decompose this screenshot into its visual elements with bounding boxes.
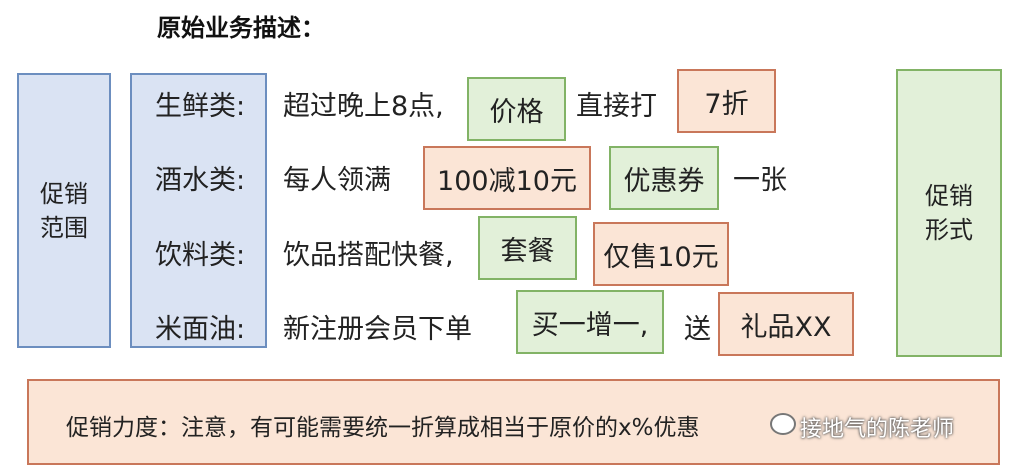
row4-bogo-tag: 买一增一,: [516, 290, 664, 354]
row3-condition-text: 饮品搭配快餐,: [283, 240, 454, 271]
row1-action-text: 直接打: [576, 91, 657, 122]
category-drinks-alcohol: 酒水类:: [155, 165, 246, 196]
row1-condition-text: 超过晚上8点,: [283, 91, 444, 122]
watermark: 接地气的陈老师: [800, 417, 955, 442]
category-rice-noodle-oil: 米面油:: [155, 314, 246, 345]
row4-condition-text: 新注册会员下单: [283, 314, 472, 345]
row1-price-tag: 价格: [467, 77, 566, 141]
promotion-strength-box: [27, 379, 1000, 465]
row3-price-tag: 仅售10元: [593, 222, 729, 286]
category-fresh: 生鲜类:: [155, 91, 246, 122]
row1-discount-tag: 7折: [677, 69, 776, 133]
category-beverages: 饮料类:: [155, 240, 246, 271]
promotion-scope-box: 促销 范围: [17, 73, 111, 348]
category-list-box: [130, 73, 267, 348]
wechat-icon: [770, 413, 796, 435]
row4-gift-text: 送: [684, 314, 711, 345]
row3-combo-tag: 套餐: [478, 216, 577, 280]
promotion-strength-text: 促销力度：注意，有可能需要统一折算成相当于原价的x%优惠: [66, 415, 700, 441]
row2-threshold-tag: 100减10元: [423, 146, 591, 210]
row4-gift-tag: 礼品XX: [718, 292, 854, 356]
row2-condition-text: 每人领满: [283, 165, 391, 196]
row2-quantity-text: 一张: [733, 165, 787, 196]
page-title: 原始业务描述：: [157, 14, 325, 42]
promotion-form-box: 促销 形式: [896, 69, 1002, 357]
row2-coupon-tag: 优惠券: [609, 146, 719, 210]
